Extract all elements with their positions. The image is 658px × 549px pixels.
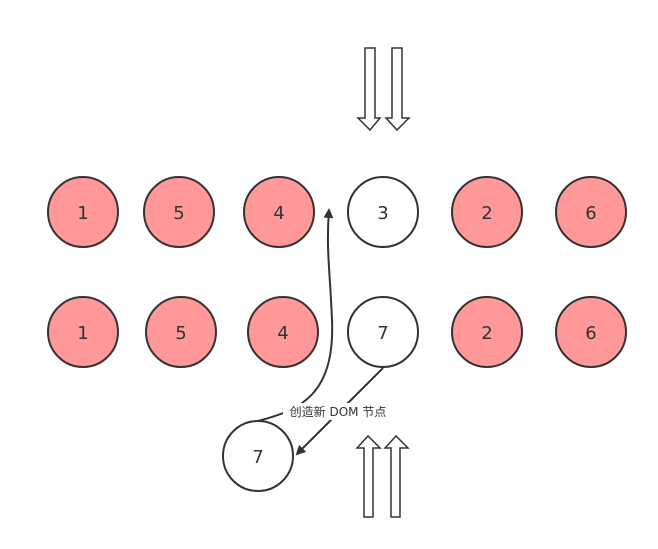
down-arrow-left	[356, 47, 382, 132]
node-circle	[347, 296, 419, 368]
down-arrow-right	[384, 47, 411, 132]
node-circle	[143, 176, 215, 248]
node-circle	[145, 296, 217, 368]
node-circle	[555, 296, 627, 368]
annotation-label: 创造新 DOM 节点	[290, 404, 387, 419]
node-label: 1	[77, 323, 88, 344]
node-label: 1	[77, 203, 88, 224]
node-label: 4	[277, 323, 288, 344]
node-label: 3	[377, 203, 388, 224]
node-circle	[555, 176, 627, 248]
node-circle	[451, 296, 523, 368]
up-arrow-right	[383, 434, 410, 518]
new-node-label: 7	[252, 447, 263, 468]
node-circle	[243, 176, 315, 248]
node-label: 6	[585, 203, 596, 224]
node-circle	[247, 296, 319, 368]
new-node-circle	[222, 420, 294, 492]
node-circle	[47, 296, 119, 368]
node-circle	[451, 176, 523, 248]
node-label: 5	[173, 203, 184, 224]
node-circle	[347, 176, 419, 248]
node-circle	[47, 176, 119, 248]
node-label: 2	[481, 203, 492, 224]
node-label: 6	[585, 323, 596, 344]
node-label: 5	[175, 323, 186, 344]
node-label: 4	[273, 203, 284, 224]
up-arrow-left	[355, 434, 382, 518]
node-label: 7	[377, 323, 388, 344]
node-label: 2	[481, 323, 492, 344]
